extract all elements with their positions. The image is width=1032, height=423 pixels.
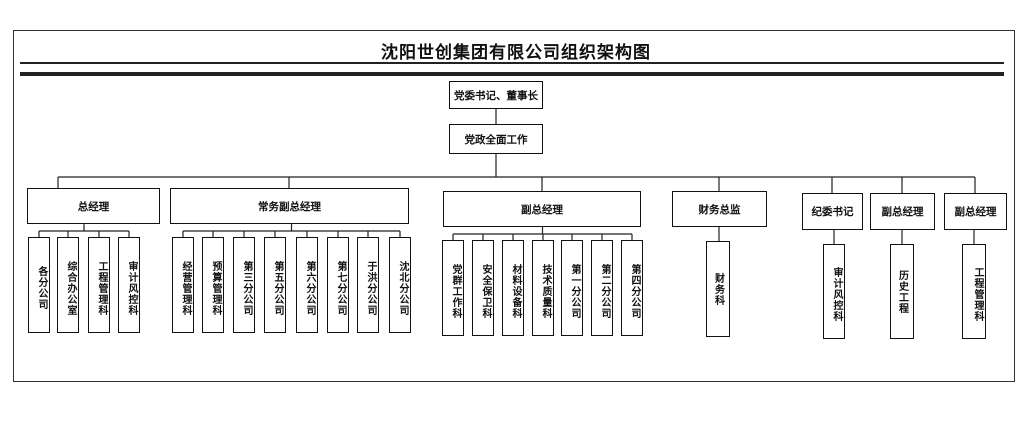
unit-branches: 各分公司: [28, 237, 50, 333]
unit-engineering-management: 工程管理科: [88, 237, 110, 333]
group-head-discipline-secretary: 纪委书记: [802, 193, 863, 230]
unit-security: 安全保卫科: [472, 240, 494, 336]
unit-yuhong-branch: 于洪分公司: [357, 237, 379, 333]
unit-technical-quality: 技术质量科: [532, 240, 554, 336]
group-head-deputy-gm-2: 副总经理: [870, 193, 935, 230]
unit-audit-risk: 审计风控科: [118, 237, 140, 333]
chairman-box: 党委书记、董事长: [449, 81, 543, 109]
unit-engineering-management-2: 工程管理科: [962, 244, 986, 339]
diagram-frame: [13, 30, 1015, 382]
group-head-deputy-gm-3: 副总经理: [944, 193, 1007, 230]
page-title: 沈阳世创集团有限公司组织架构图: [381, 43, 651, 63]
unit-fifth-branch: 第五分公司: [264, 237, 286, 333]
unit-budget-management: 预算管理科: [202, 237, 224, 333]
unit-party-mass-work: 党群工作科: [442, 240, 464, 336]
group-head-deputy-gm-1: 副总经理: [443, 191, 641, 227]
unit-materials-equipment: 材料设备科: [502, 240, 524, 336]
unit-operations-management: 经营管理科: [172, 237, 194, 333]
group-head-executive-deputy: 常务副总经理: [170, 188, 409, 224]
unit-first-branch: 第一分公司: [561, 240, 583, 336]
unit-historical-projects: 历史工程: [890, 244, 914, 339]
unit-audit-risk-2: 审计风控科: [823, 244, 845, 339]
unit-finance: 财务科: [706, 241, 730, 337]
unit-sixth-branch: 第六分公司: [296, 237, 318, 333]
unit-third-branch: 第三分公司: [233, 237, 255, 333]
unit-fourth-branch: 第四分公司: [621, 240, 643, 336]
unit-general-office: 综合办公室: [57, 237, 79, 333]
unit-shenbei-branch: 沈北分公司: [389, 237, 411, 333]
group-head-general-manager: 总经理: [27, 188, 160, 224]
group-head-cfo: 财务总监: [672, 191, 767, 227]
title-rule-thick: [20, 72, 1004, 76]
unit-seventh-branch: 第七分公司: [327, 237, 349, 333]
title-rule-thin: [20, 62, 1004, 64]
unit-second-branch: 第二分公司: [591, 240, 613, 336]
overall-work-box: 党政全面工作: [449, 124, 543, 154]
